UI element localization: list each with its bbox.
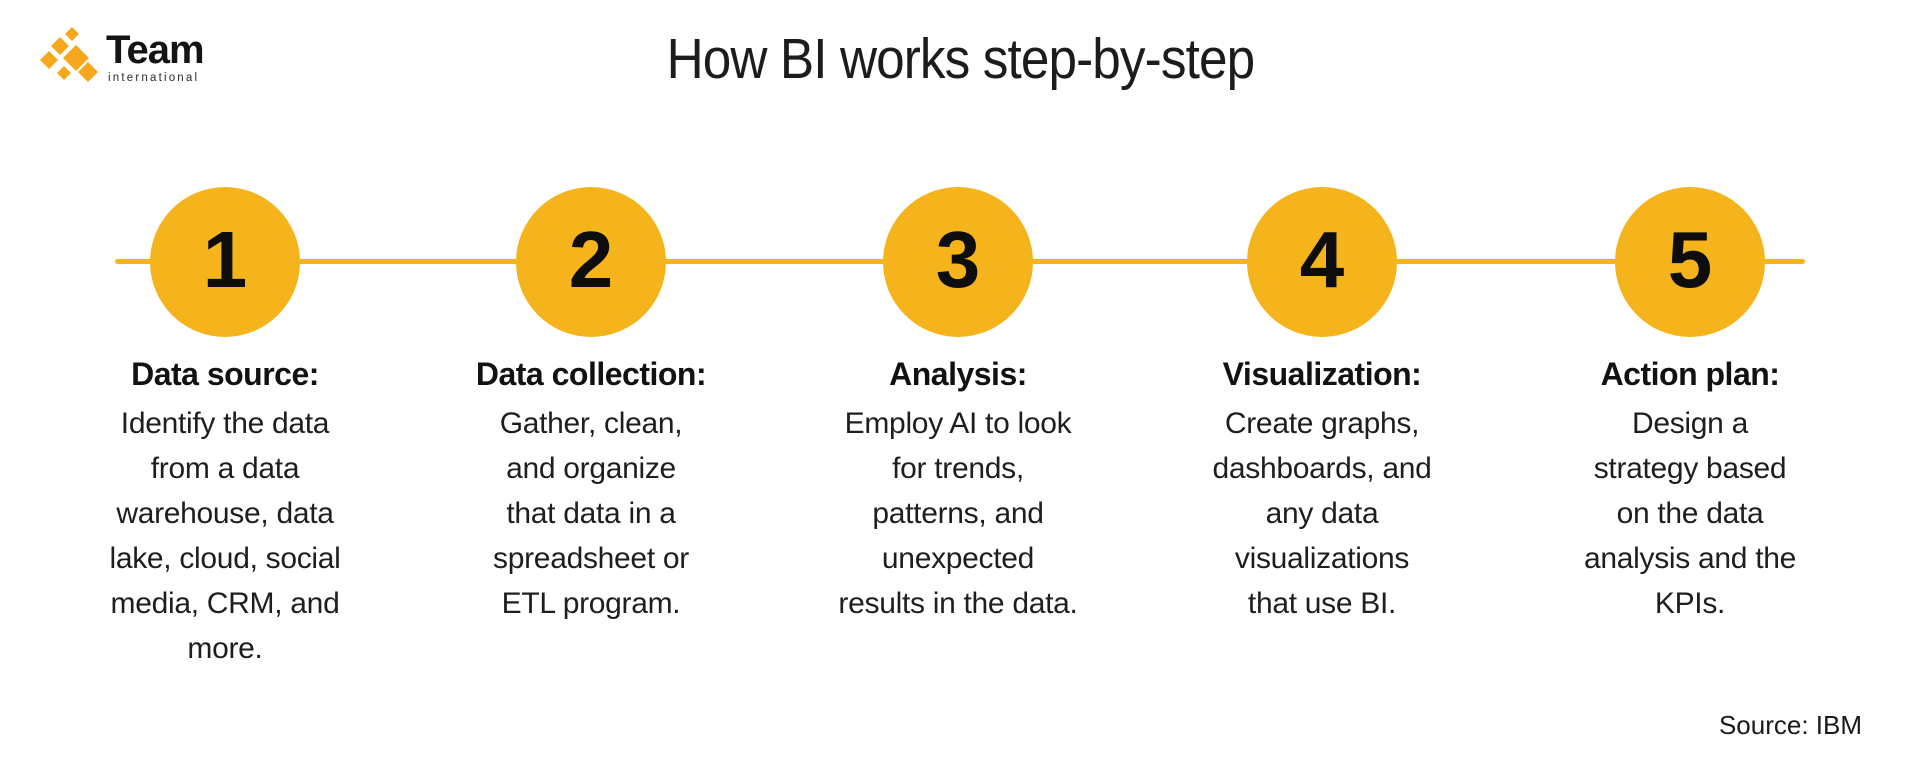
step-3-description: Employ AI to look for trends, patterns, … [838,407,1078,620]
step-number-1: 1 [202,215,248,304]
step-2: Data collection: Gather, clean, and orga… [441,352,741,626]
page-title-text: How BI works step-by-step [666,27,1255,91]
step-1: Data source: Identify the data from a da… [75,352,375,671]
step-2-description: Gather, clean, and organize that data in… [493,407,689,620]
step-number-4: 4 [1299,215,1345,304]
step-circle-3: 3 [883,187,1033,337]
step-5: Action plan: Design a strategy based on … [1540,352,1840,626]
step-3-title: Analysis: [889,356,1027,392]
step-number-3: 3 [935,215,981,304]
step-number-5: 5 [1667,215,1713,304]
team-international-logo: Team international [40,26,205,86]
source-attribution: Source: IBM [1718,710,1862,740]
team-logo-diamonds-icon [40,27,98,82]
step-3: Analysis: Employ AI to look for trends, … [793,352,1123,626]
step-circle-1: 1 [150,187,300,337]
step-4-title: Visualization: [1222,356,1422,392]
step-5-description: Design a strategy based on the data anal… [1583,407,1796,620]
step-circle-5: 5 [1615,187,1765,337]
step-4: Visualization: Create graphs, dashboards… [1172,352,1472,626]
step-number-2: 2 [568,215,614,304]
step-circle-2: 2 [516,187,666,337]
logo-brand-name: Team [106,28,205,72]
step-1-description: Identify the data from a data warehouse,… [109,407,341,665]
logo-text: Team international [106,28,205,84]
step-circle-4: 4 [1247,187,1397,337]
step-4-description: Create graphs, dashboards, and any data … [1212,407,1432,620]
logo-brand-subname: international [108,72,200,84]
step-1-title: Data source: [131,356,319,392]
page-title: How BI works step-by-step [0,26,1920,92]
step-2-title: Data collection: [475,356,707,392]
step-5-title: Action plan: [1600,356,1780,392]
